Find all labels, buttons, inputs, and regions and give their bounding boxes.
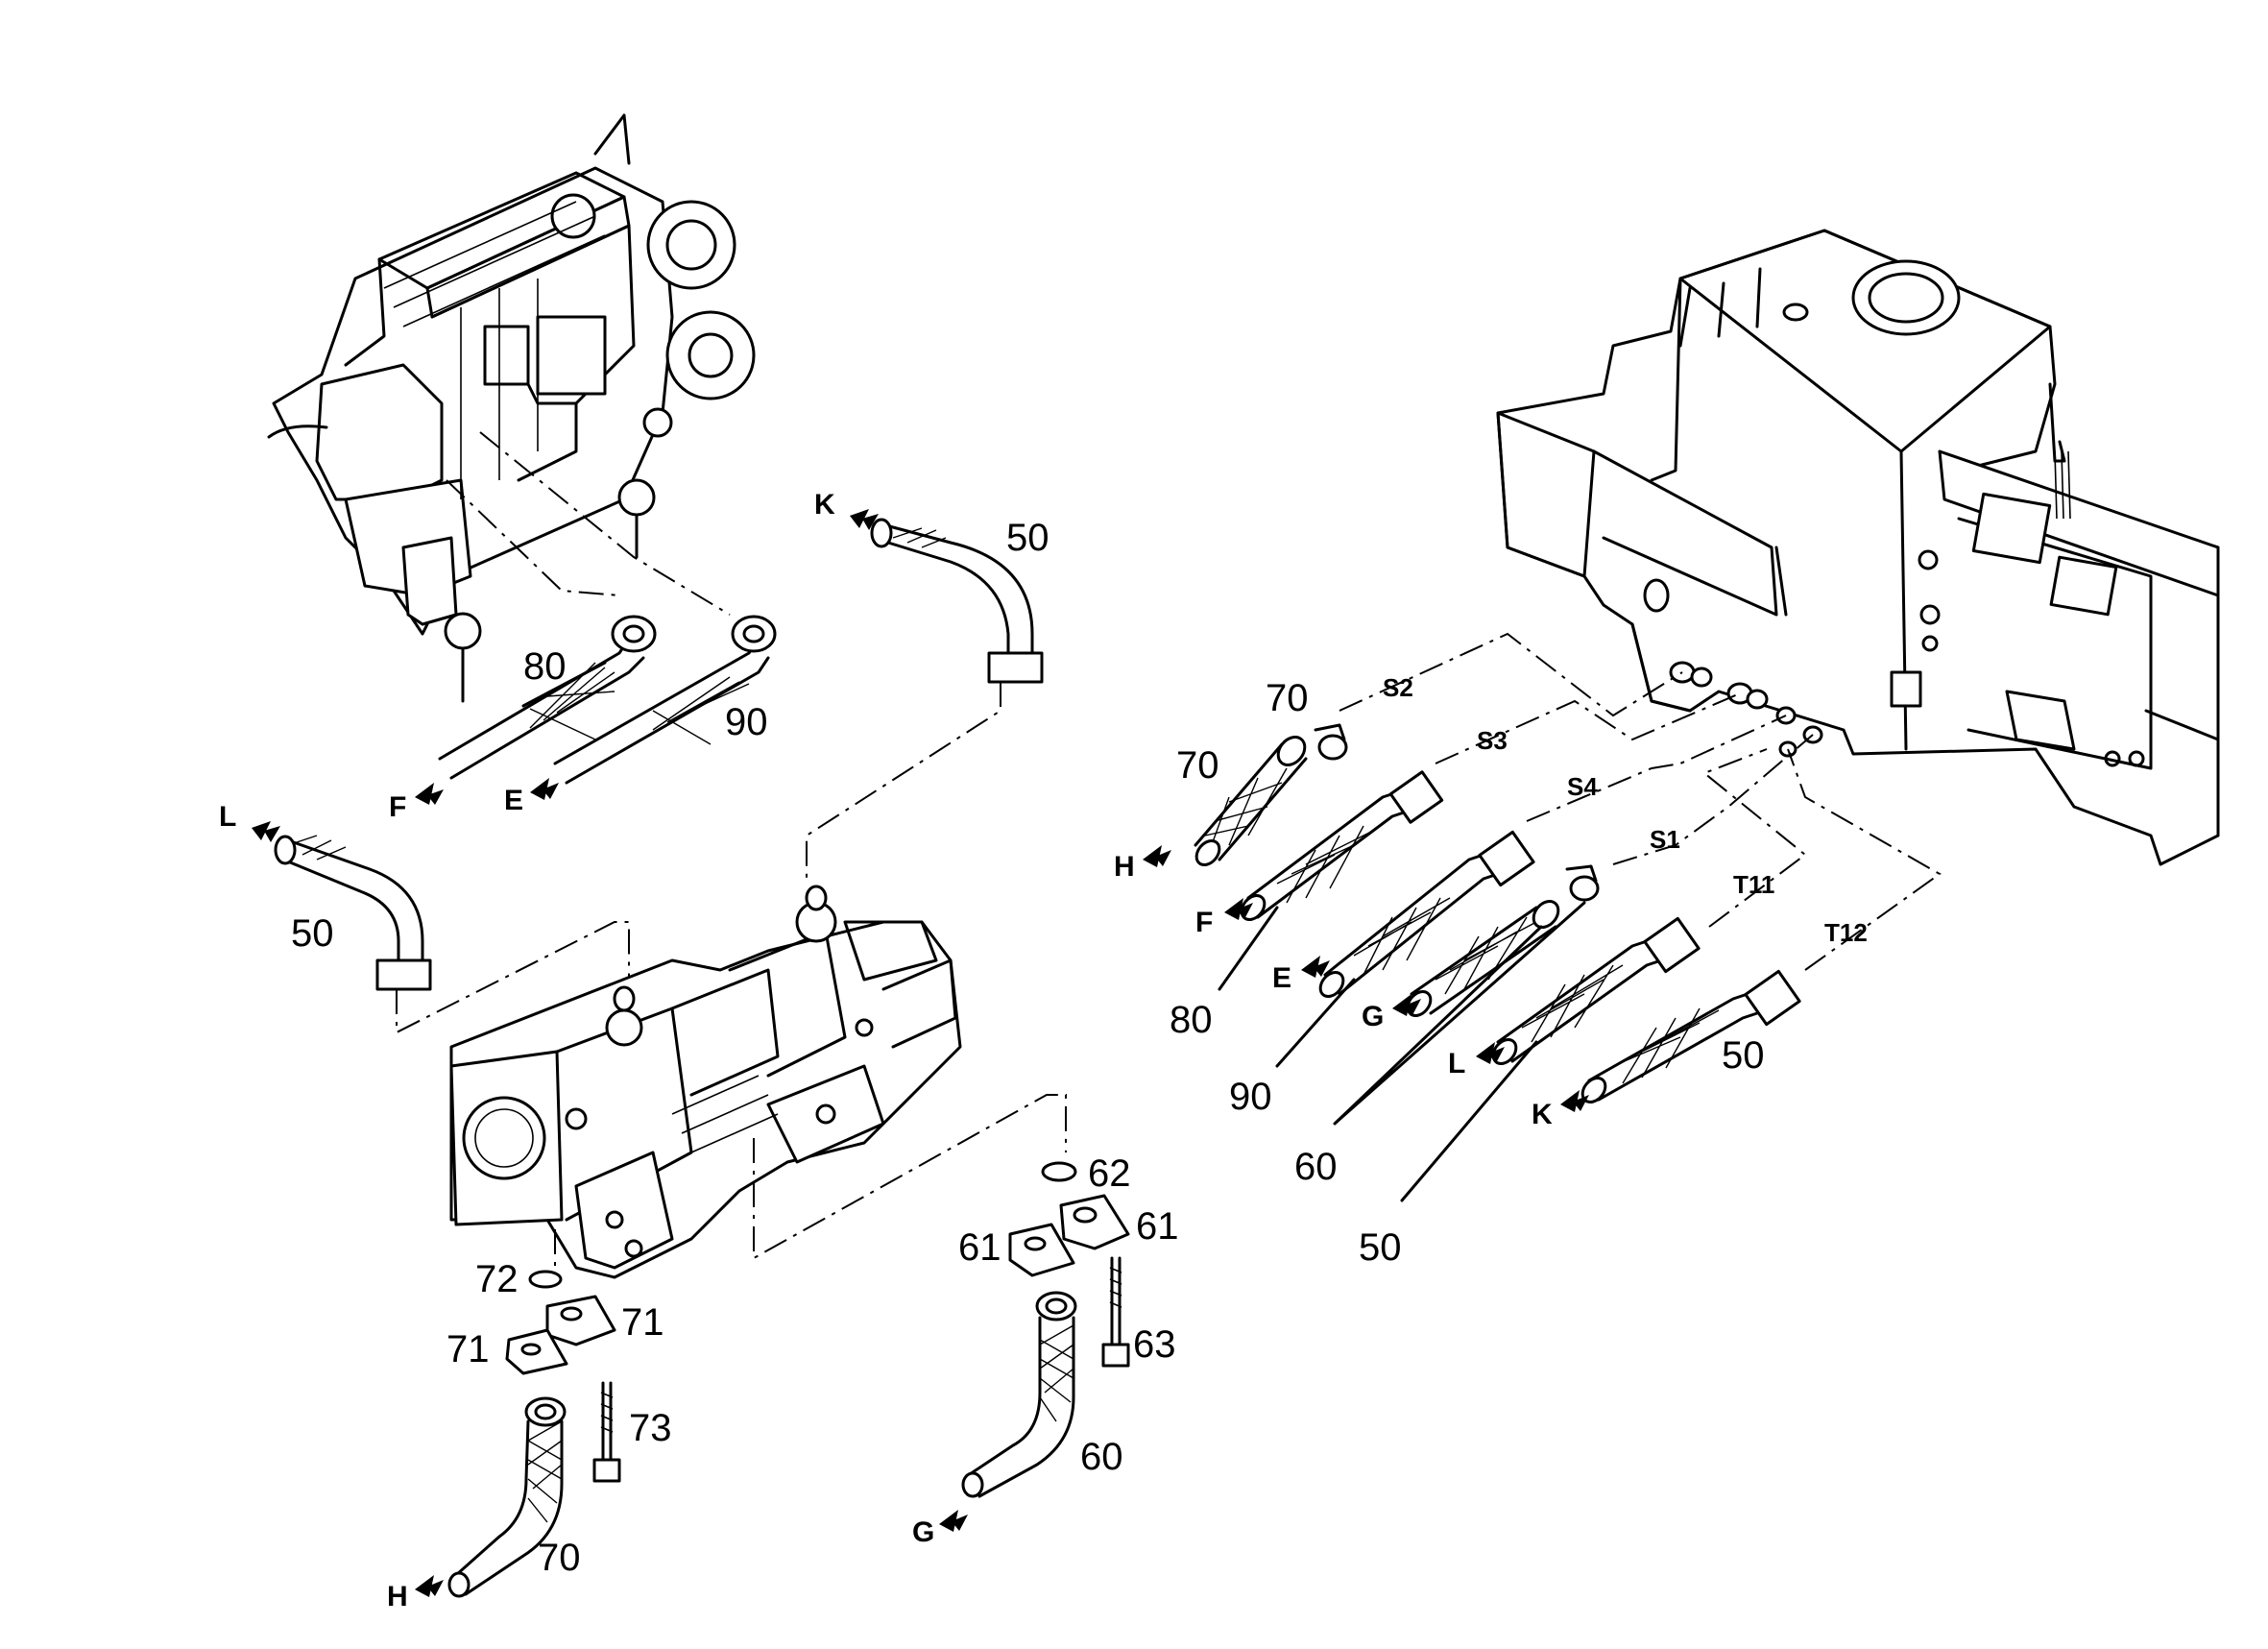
label-90-engine: 90 (725, 701, 768, 743)
hose-90 (553, 615, 777, 785)
label-50-right-top: 50 (1722, 1034, 1765, 1077)
label-50-right-bottom: 50 (1359, 1226, 1402, 1269)
label-90-right: 90 (1229, 1076, 1272, 1118)
label-70-right: 70 (1176, 744, 1219, 787)
label-F-right: F (1195, 907, 1213, 938)
hose-70-bottom (447, 1396, 567, 1598)
oring-62 (1041, 1161, 1077, 1182)
arrow-E-right-icon (1301, 956, 1330, 978)
label-71-right: 71 (621, 1301, 664, 1344)
label-E-engine: E (504, 785, 523, 816)
label-60-right: 60 (1294, 1146, 1338, 1188)
arrow-K-top-icon (850, 509, 879, 530)
leader-80-right (1218, 906, 1279, 991)
hose-80 (438, 615, 657, 780)
label-70-bottom: 70 (538, 1537, 581, 1579)
label-port-T12: T12 (1824, 918, 1868, 947)
label-70-right-top: 70 (1266, 677, 1309, 719)
label-62: 62 (1088, 1152, 1131, 1195)
hose-80-right (1240, 770, 1444, 922)
bolt-73 (592, 1381, 621, 1483)
leader-80 (446, 479, 620, 596)
leader-50-top (806, 682, 1001, 884)
label-H-right: H (1114, 851, 1135, 883)
label-G-right: G (1362, 1001, 1384, 1032)
hose-70-right (1194, 736, 1308, 867)
label-port-S3: S3 (1477, 726, 1508, 755)
label-port-T11: T11 (1733, 870, 1774, 899)
tank-fittings (1669, 661, 1823, 758)
oring-72 (528, 1270, 563, 1289)
label-port-S2: S2 (1383, 673, 1413, 702)
label-E-right: E (1272, 962, 1291, 994)
label-K-right: K (1532, 1099, 1553, 1130)
label-61-left: 61 (958, 1226, 1001, 1269)
label-H-bottom: H (387, 1581, 408, 1613)
leader-90-right (1275, 978, 1356, 1068)
arrow-E-icon (530, 778, 559, 800)
leader-50-left (396, 921, 630, 1034)
hose-90-right (1318, 830, 1535, 999)
label-K-top: K (814, 489, 835, 521)
tank-chassis (1496, 229, 2220, 866)
tank-leader-lines (1339, 632, 1942, 971)
label-F-engine: F (389, 791, 406, 823)
hose-60-bottom (961, 1291, 1077, 1498)
flange-half-71 (505, 1295, 616, 1375)
pump-assembly (449, 885, 962, 1279)
label-72: 72 (475, 1258, 519, 1300)
leader-50-right (1400, 1040, 1538, 1202)
label-73: 73 (629, 1407, 672, 1449)
label-G-bottom: G (912, 1516, 934, 1548)
arrow-G-bottom-icon (939, 1510, 968, 1532)
hose-50-right-K (1580, 969, 1801, 1104)
clamp-60 (1565, 864, 1600, 902)
leader-pump-62 (753, 1094, 1067, 1260)
bolt-63 (1101, 1256, 1130, 1368)
arrow-H-right-icon (1143, 845, 1171, 867)
label-80-right: 80 (1170, 999, 1213, 1041)
label-50-left: 50 (291, 912, 334, 955)
label-60-bottom: 60 (1080, 1436, 1123, 1478)
label-80-engine: 80 (523, 645, 567, 688)
arrow-L-left-icon (252, 821, 280, 842)
arrow-F-icon (415, 783, 444, 805)
label-L-left: L (219, 801, 236, 833)
arrow-H-bottom-icon (415, 1575, 444, 1597)
arrow-K-right-icon (1560, 1090, 1589, 1112)
label-63: 63 (1133, 1323, 1176, 1366)
flange-half-61 (1008, 1194, 1130, 1277)
label-port-S4: S4 (1567, 772, 1598, 801)
label-50-top: 50 (1006, 517, 1050, 559)
arrow-L-right-icon (1476, 1042, 1505, 1064)
label-port-S1: S1 (1650, 825, 1680, 854)
label-L-right: L (1448, 1048, 1465, 1079)
leader-90 (479, 431, 731, 616)
engine-assembly (267, 113, 756, 703)
arrow-G-right-icon (1392, 994, 1421, 1016)
hose-50-top (870, 518, 1044, 684)
clamp-70 (1314, 723, 1348, 761)
label-71-left: 71 (446, 1328, 490, 1370)
label-61-right: 61 (1136, 1205, 1179, 1248)
hose-50-left (274, 835, 432, 991)
leader-60-right (1333, 901, 1586, 1126)
hose-50-right-L (1491, 916, 1701, 1066)
arrow-F-right-icon (1224, 898, 1253, 920)
